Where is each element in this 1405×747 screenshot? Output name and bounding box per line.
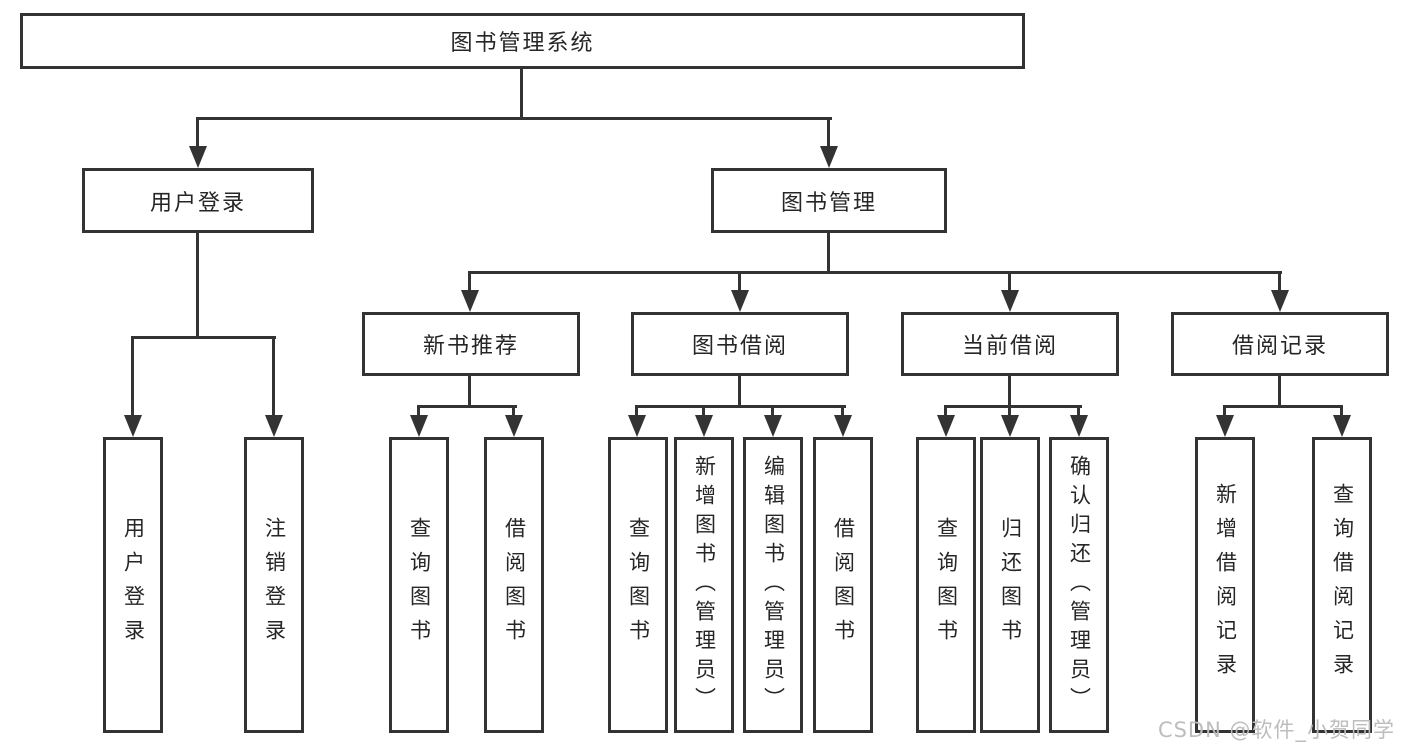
node-leaf-query-books-1: 查询图书: [389, 437, 449, 733]
node-leaf-return-book: 归还图书: [980, 437, 1040, 733]
connector-line: [635, 405, 846, 408]
connector-line: [196, 233, 199, 339]
node-leaf-add-book-admin-label: 新增图书（管理员）: [692, 454, 717, 716]
node-leaf-confirm-return-admin: 确认归还（管理员）: [1049, 437, 1109, 733]
connector-line: [196, 117, 199, 148]
node-leaf-borrow-books-1-label: 借阅图书: [502, 517, 527, 653]
arrow-down-icon: [731, 290, 749, 312]
node-new-book-recommend-label: 新书推荐: [422, 334, 519, 359]
connector-line: [417, 405, 517, 408]
node-book-borrowing-label: 图书借阅: [691, 334, 788, 359]
connector-line: [131, 336, 134, 417]
connector-line: [196, 117, 832, 120]
connector-line: [1008, 376, 1011, 407]
arrow-down-icon: [461, 290, 479, 312]
connector-line: [1223, 405, 1343, 408]
arrow-down-icon: [189, 146, 207, 168]
node-borrowing-records-label: 借阅记录: [1231, 334, 1328, 359]
connector-line: [417, 405, 420, 417]
node-leaf-query-borrow-record: 查询借阅记录: [1312, 437, 1372, 733]
connector-line: [738, 376, 741, 407]
node-leaf-add-borrow-record: 新增借阅记录: [1195, 437, 1255, 733]
node-leaf-query-books-3: 查询图书: [916, 437, 976, 733]
node-leaf-logout-label: 注销登录: [262, 517, 287, 653]
node-leaf-edit-book-admin: 编辑图书（管理员）: [743, 437, 803, 733]
connector-line: [1278, 376, 1281, 407]
arrow-down-icon: [505, 415, 523, 437]
node-root: 图书管理系统: [20, 13, 1025, 69]
node-leaf-query-books-2: 查询图书: [608, 437, 668, 733]
connector-line: [841, 405, 844, 417]
node-leaf-user-login-label: 用户登录: [121, 517, 146, 653]
connector-line: [468, 376, 471, 407]
arrow-down-icon: [1333, 415, 1351, 437]
node-leaf-edit-book-admin-label: 编辑图书（管理员）: [761, 454, 786, 716]
watermark: CSDN @软件_小贺同学: [1157, 718, 1395, 742]
node-leaf-query-borrow-record-label: 查询借阅记录: [1330, 483, 1355, 687]
node-leaf-borrow-books-2-label: 借阅图书: [831, 517, 856, 653]
node-user-login-label: 用户登录: [149, 190, 246, 216]
connector-line: [1008, 405, 1011, 417]
connector-line: [468, 271, 471, 292]
node-new-book-recommend: 新书推荐: [362, 312, 580, 376]
node-leaf-borrow-books-2: 借阅图书: [813, 437, 873, 733]
connector-line: [635, 405, 638, 417]
arrow-down-icon: [834, 415, 852, 437]
arrow-down-icon: [695, 415, 713, 437]
arrow-down-icon: [1070, 415, 1088, 437]
node-root-label: 图书管理系统: [450, 31, 595, 56]
node-leaf-confirm-return-admin-label: 确认归还（管理员）: [1067, 454, 1092, 716]
connector-line: [1077, 405, 1080, 417]
connector-line: [827, 117, 830, 148]
arrow-down-icon: [410, 415, 428, 437]
node-leaf-query-books-1-label: 查询图书: [407, 517, 432, 653]
arrow-down-icon: [937, 415, 955, 437]
arrow-down-icon: [1271, 290, 1289, 312]
arrow-down-icon: [1001, 415, 1019, 437]
connector-line: [738, 271, 741, 292]
node-book-management: 图书管理: [711, 168, 947, 233]
node-leaf-add-borrow-record-label: 新增借阅记录: [1213, 483, 1238, 687]
connector-line: [272, 336, 275, 417]
connector-line: [771, 405, 774, 417]
arrow-down-icon: [820, 146, 838, 168]
node-book-borrowing: 图书借阅: [631, 312, 849, 376]
connector-line: [1008, 271, 1011, 292]
arrow-down-icon: [124, 415, 142, 437]
connector-line: [1223, 405, 1226, 417]
connector-line: [512, 405, 515, 417]
node-user-login: 用户登录: [82, 168, 314, 233]
node-current-borrowing-label: 当前借阅: [961, 334, 1058, 359]
connector-line: [468, 271, 1282, 274]
node-current-borrowing: 当前借阅: [901, 312, 1119, 376]
arrow-down-icon: [265, 415, 283, 437]
node-leaf-query-books-2-label: 查询图书: [626, 517, 651, 653]
arrow-down-icon: [1216, 415, 1234, 437]
connector-line: [944, 405, 947, 417]
node-leaf-user-login: 用户登录: [103, 437, 163, 733]
connector-line: [1340, 405, 1343, 417]
arrow-down-icon: [1001, 290, 1019, 312]
connector-line: [944, 405, 1082, 408]
arrow-down-icon: [764, 415, 782, 437]
node-book-management-label: 图书管理: [780, 190, 877, 216]
connector-line: [131, 336, 276, 339]
node-leaf-borrow-books-1: 借阅图书: [484, 437, 544, 733]
connector-line: [520, 69, 523, 120]
node-leaf-add-book-admin: 新增图书（管理员）: [674, 437, 734, 733]
arrow-down-icon: [628, 415, 646, 437]
node-leaf-logout: 注销登录: [244, 437, 304, 733]
node-leaf-return-book-label: 归还图书: [998, 517, 1023, 653]
node-leaf-query-books-3-label: 查询图书: [934, 517, 959, 653]
connector-line: [1278, 271, 1281, 292]
connector-line: [827, 233, 830, 274]
node-borrowing-records: 借阅记录: [1171, 312, 1389, 376]
connector-line: [702, 405, 705, 417]
